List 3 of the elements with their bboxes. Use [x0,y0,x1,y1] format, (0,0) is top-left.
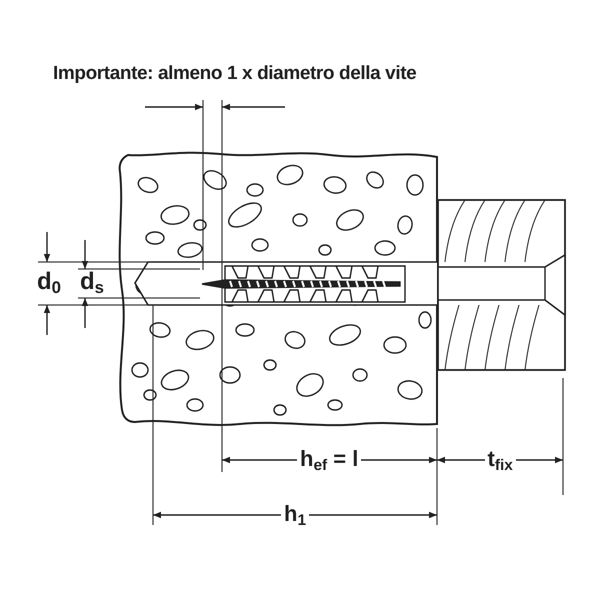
dimension-label: h$_{ef}$ = l [297,448,362,473]
title-text: Importante: almeno 1 x diametro della vite [52,64,418,83]
dimension-label: h$_{1}$ [281,502,310,528]
